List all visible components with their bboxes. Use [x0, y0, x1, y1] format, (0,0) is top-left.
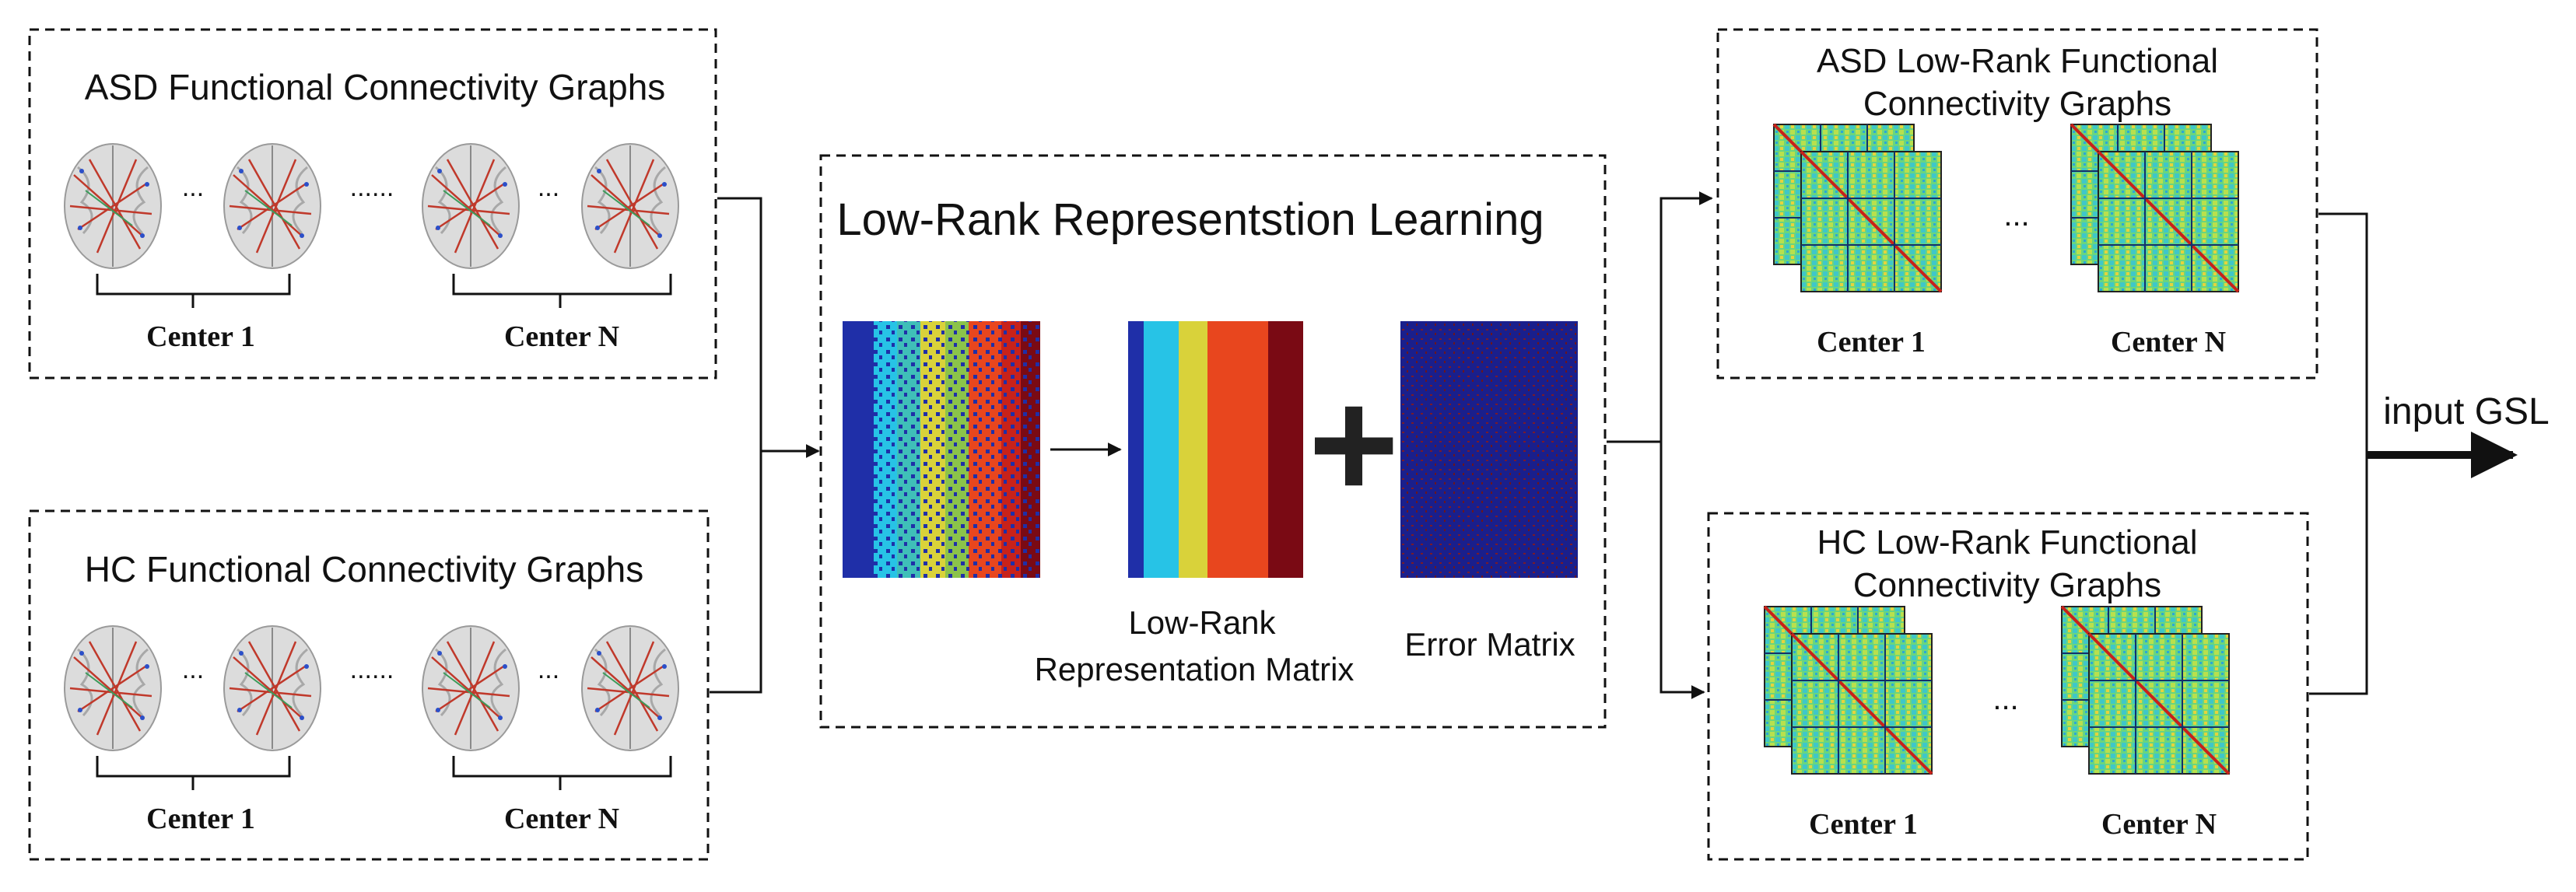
hc-bracket-center-n: [452, 756, 672, 790]
output-label: input GSL: [2383, 391, 2549, 432]
plus-symbol: +: [1309, 358, 1400, 531]
hc-lr-matrix-center-n: [2060, 605, 2231, 775]
error-matrix-label: Error Matrix: [1404, 626, 1575, 663]
hc-lr-title-line2: Connectivity Graphs: [1853, 566, 2161, 604]
hc-brain-1: [63, 624, 163, 752]
asd-fc-panel-border: [28, 28, 717, 380]
asd-fc-panel: ASD Functional Connectivity Graphs ... .…: [28, 28, 717, 380]
asd-ellipsis-2: ......: [350, 173, 394, 202]
hc-ellipsis-1: ...: [182, 655, 204, 684]
asd-lr-center-1-label: Center 1: [1817, 326, 1926, 359]
right-split-connector-lower: [1660, 442, 1705, 699]
asd-bracket-center-1: [96, 274, 291, 308]
output-merge-connector: [2309, 212, 2368, 695]
hc-brain-4: [580, 624, 680, 752]
asd-bracket-center-n: [452, 274, 672, 308]
lrr-learning-panel: Low-Rank Representstion Learning +: [819, 154, 1607, 729]
asd-center-n-label: Center N: [504, 320, 619, 353]
asd-lr-matrix-center-n: [2070, 123, 2240, 293]
low-rank-matrix: [1128, 321, 1303, 578]
asd-lr-title-line2: Connectivity Graphs: [1863, 85, 2171, 123]
asd-brain-1: [63, 142, 163, 270]
right-split-connector: [1607, 191, 1713, 443]
hc-lr-center-1-label: Center 1: [1809, 808, 1918, 841]
hc-ellipsis-3: ...: [538, 655, 559, 684]
hc-fc-panel: HC Functional Connectivity Graphs ... ..…: [28, 509, 710, 861]
asd-lr-matrix-center-1: [1772, 123, 1943, 293]
asd-lr-title-line1: ASD Low-Rank Functional: [1817, 42, 2218, 80]
lrr-panel-border: [819, 154, 1607, 729]
left-merge-connector: [710, 197, 818, 694]
hc-ellipsis-2: ......: [350, 655, 394, 684]
hc-brain-3: [421, 624, 520, 752]
hc-fc-title: HC Functional Connectivity Graphs: [85, 549, 643, 589]
asd-lr-ellipsis: ...: [2003, 198, 2029, 233]
asd-lr-panel-border: [1716, 28, 2318, 380]
asd-center-1-label: Center 1: [146, 320, 255, 353]
hc-lr-ellipsis: ...: [1992, 682, 2018, 716]
low-rank-label-line2: Representation Matrix: [1035, 651, 1355, 687]
hc-lr-center-n-label: Center N: [2101, 808, 2217, 841]
asd-brain-4: [580, 142, 680, 270]
hc-lr-panel: HC Low-Rank Functional Connectivity Grap…: [1707, 512, 2309, 861]
asd-brain-2: [223, 142, 322, 270]
input-matrix: [843, 321, 1040, 578]
hc-center-n-label: Center N: [504, 803, 619, 835]
asd-lr-panel: ASD Low-Rank Functional Connectivity Gra…: [1716, 28, 2318, 380]
hc-lr-matrix-center-1: [1763, 605, 1933, 775]
asd-fc-title: ASD Functional Connectivity Graphs: [85, 67, 666, 107]
asd-ellipsis-1: ...: [182, 173, 204, 202]
lrr-title: Low-Rank Representstion Learning: [836, 194, 1544, 245]
hc-lr-panel-border: [1707, 512, 2309, 861]
asd-lr-center-n-label: Center N: [2111, 326, 2226, 359]
hc-lr-title-line1: HC Low-Rank Functional: [1817, 523, 2197, 561]
error-matrix: [1400, 321, 1578, 578]
hc-bracket-center-1: [96, 756, 291, 790]
hc-brain-2: [223, 624, 322, 752]
asd-ellipsis-3: ...: [538, 173, 559, 202]
asd-brain-3: [421, 142, 520, 270]
hc-center-1-label: Center 1: [146, 803, 255, 835]
low-rank-label-line1: Low-Rank: [1128, 604, 1276, 641]
